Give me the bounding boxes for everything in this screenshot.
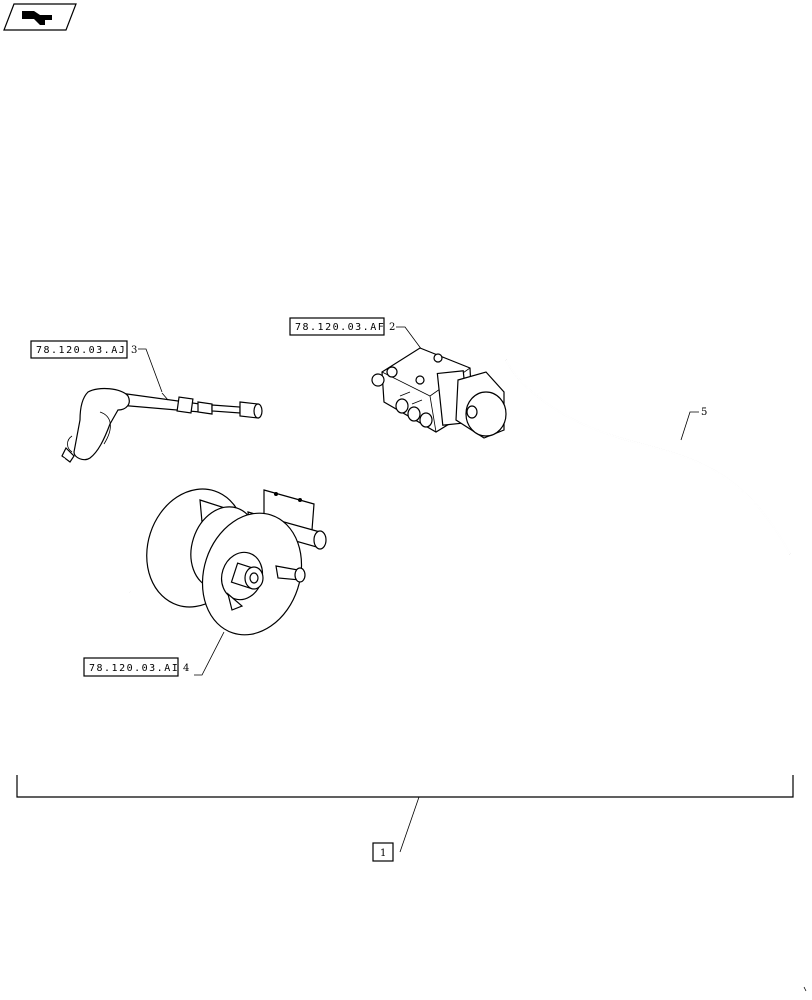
hose-item-number: 5: [701, 407, 707, 418]
callout-item-number: 4: [183, 663, 189, 674]
callout-hose-reel[interactable]: 78.120.03.AI 4: [83, 631, 225, 677]
assembly-item-number: 1: [380, 848, 386, 859]
callout-ref: 78.120.03.AF: [295, 322, 385, 333]
callout-ref: 78.120.03.AJ: [36, 345, 126, 356]
callout-ref: 78.120.03.AI: [89, 663, 179, 674]
page-mark: [803, 986, 807, 992]
hose: 5: [505, 359, 791, 555]
hose-reel: [146, 488, 327, 636]
callout-item-number: 3: [131, 345, 137, 356]
callout-item-number: 2: [389, 322, 395, 333]
assembly-callout[interactable]: 1: [372, 842, 394, 862]
callout-spray-gun[interactable]: 78.120.03.AJ 3: [30, 340, 163, 393]
back-arrow-icon: [22, 11, 52, 25]
callout-pump[interactable]: 78.120.03.AF 2: [289, 317, 423, 351]
spray-gun: [38, 387, 263, 594]
assembly-bracket: [16, 775, 794, 853]
back-arrow-button[interactable]: [3, 3, 77, 31]
pump-assembly: [371, 347, 507, 439]
